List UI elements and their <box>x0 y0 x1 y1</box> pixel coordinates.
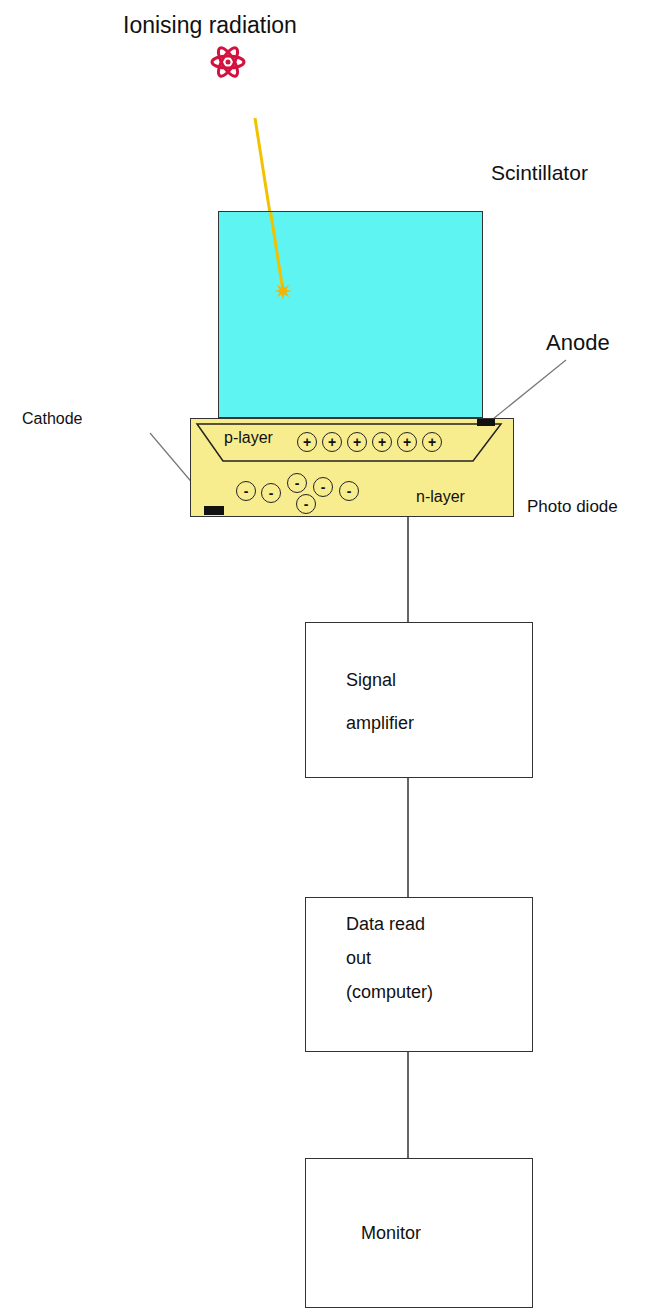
box-text: Signal amplifier <box>346 659 414 745</box>
charge-sign: - <box>288 474 306 492</box>
charge-circle: - <box>287 473 307 493</box>
connector-line <box>407 778 409 897</box>
charge-circle: - <box>261 483 281 503</box>
charge-circle: + <box>372 432 392 452</box>
part-label: Cathode <box>22 409 83 428</box>
box-text: n-layer <box>416 487 465 506</box>
connector-line <box>407 517 409 622</box>
process-box: Data read out (computer) <box>305 897 533 1052</box>
charge-sign: + <box>423 433 441 451</box>
charge-sign: + <box>398 433 416 451</box>
process-box: Monitor <box>305 1158 533 1308</box>
radiation-ray <box>271 212 283 291</box>
charge-sign: + <box>373 433 391 451</box>
charge-circle: + <box>397 432 417 452</box>
charge-sign: - <box>262 484 280 502</box>
charge-circle: - <box>296 494 316 514</box>
charge-circle: - <box>339 481 359 501</box>
component-name: Photo diode <box>527 497 618 517</box>
charge-circle: - <box>236 481 256 501</box>
charge-sign: + <box>298 433 316 451</box>
electrode-pad <box>477 419 495 426</box>
p-layer-region: p-layer + + + + + + <box>197 424 501 461</box>
charge-circle: + <box>297 432 317 452</box>
charge-sign: + <box>323 433 341 451</box>
charge-circle: - <box>313 477 333 497</box>
component-name: Scintillator <box>491 160 588 185</box>
leader-line <box>493 360 566 419</box>
charge-circle: + <box>322 432 342 452</box>
charge-sign: - <box>314 478 332 496</box>
electrode-pad <box>204 506 224 515</box>
radiation-ray <box>219 212 484 419</box>
radiation-label: Ionising radiation <box>123 12 297 40</box>
photodiode-block: Photo dioden-layerp-layer++++++------ <box>190 418 514 517</box>
box-text: Monitor <box>361 1223 421 1245</box>
charge-sign: - <box>297 495 315 513</box>
process-box: Signal amplifier <box>305 622 533 778</box>
box-text: Data read out (computer) <box>346 907 433 1009</box>
scintillation-flash <box>274 282 292 300</box>
charge-sign: - <box>340 482 358 500</box>
part-label: Anode <box>546 330 610 356</box>
charge-sign: + <box>348 433 366 451</box>
p-layer-outline <box>197 424 501 461</box>
box-text: p-layer <box>224 428 273 447</box>
atom-icon <box>212 45 244 79</box>
charge-circle: + <box>347 432 367 452</box>
charge-circle: + <box>422 432 442 452</box>
radiation-ray <box>255 118 270 211</box>
charge-sign: - <box>237 482 255 500</box>
connector-line <box>407 1052 409 1158</box>
scintillator-block: Scintillator <box>218 211 483 418</box>
